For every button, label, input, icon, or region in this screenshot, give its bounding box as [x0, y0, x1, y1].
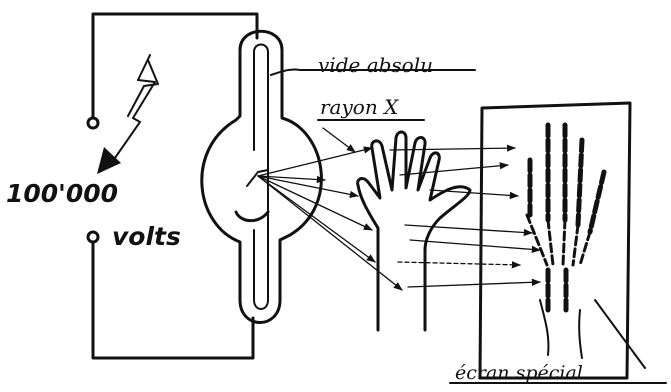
volts-label: volts	[112, 222, 181, 251]
voltage-label: 100'000	[6, 179, 119, 208]
ray-pointer-arrow	[322, 127, 356, 153]
upper-terminal	[86, 116, 100, 130]
hand-skeleton	[525, 122, 607, 359]
tube-outline	[200, 29, 323, 324]
circuit-wires	[86, 12, 259, 360]
lightning-bolt-icon	[97, 54, 159, 174]
screen-label: écran spécial	[455, 362, 583, 384]
lower-wire	[91, 240, 255, 360]
vacuum-label: vide absolu	[318, 53, 433, 77]
hand-drawing	[356, 130, 472, 332]
tube-inner-column	[253, 43, 269, 310]
cathode-cup	[234, 210, 270, 223]
lower-terminal	[86, 230, 100, 244]
ray-label: rayon X	[320, 95, 399, 119]
upper-wire	[91, 12, 259, 119]
anticathode	[246, 169, 269, 187]
screen-panel	[478, 101, 632, 380]
screen-leader-line	[594, 299, 646, 369]
vacuum-leader-line	[270, 68, 476, 76]
xray-beams	[257, 144, 541, 291]
xray-tube	[200, 29, 323, 324]
